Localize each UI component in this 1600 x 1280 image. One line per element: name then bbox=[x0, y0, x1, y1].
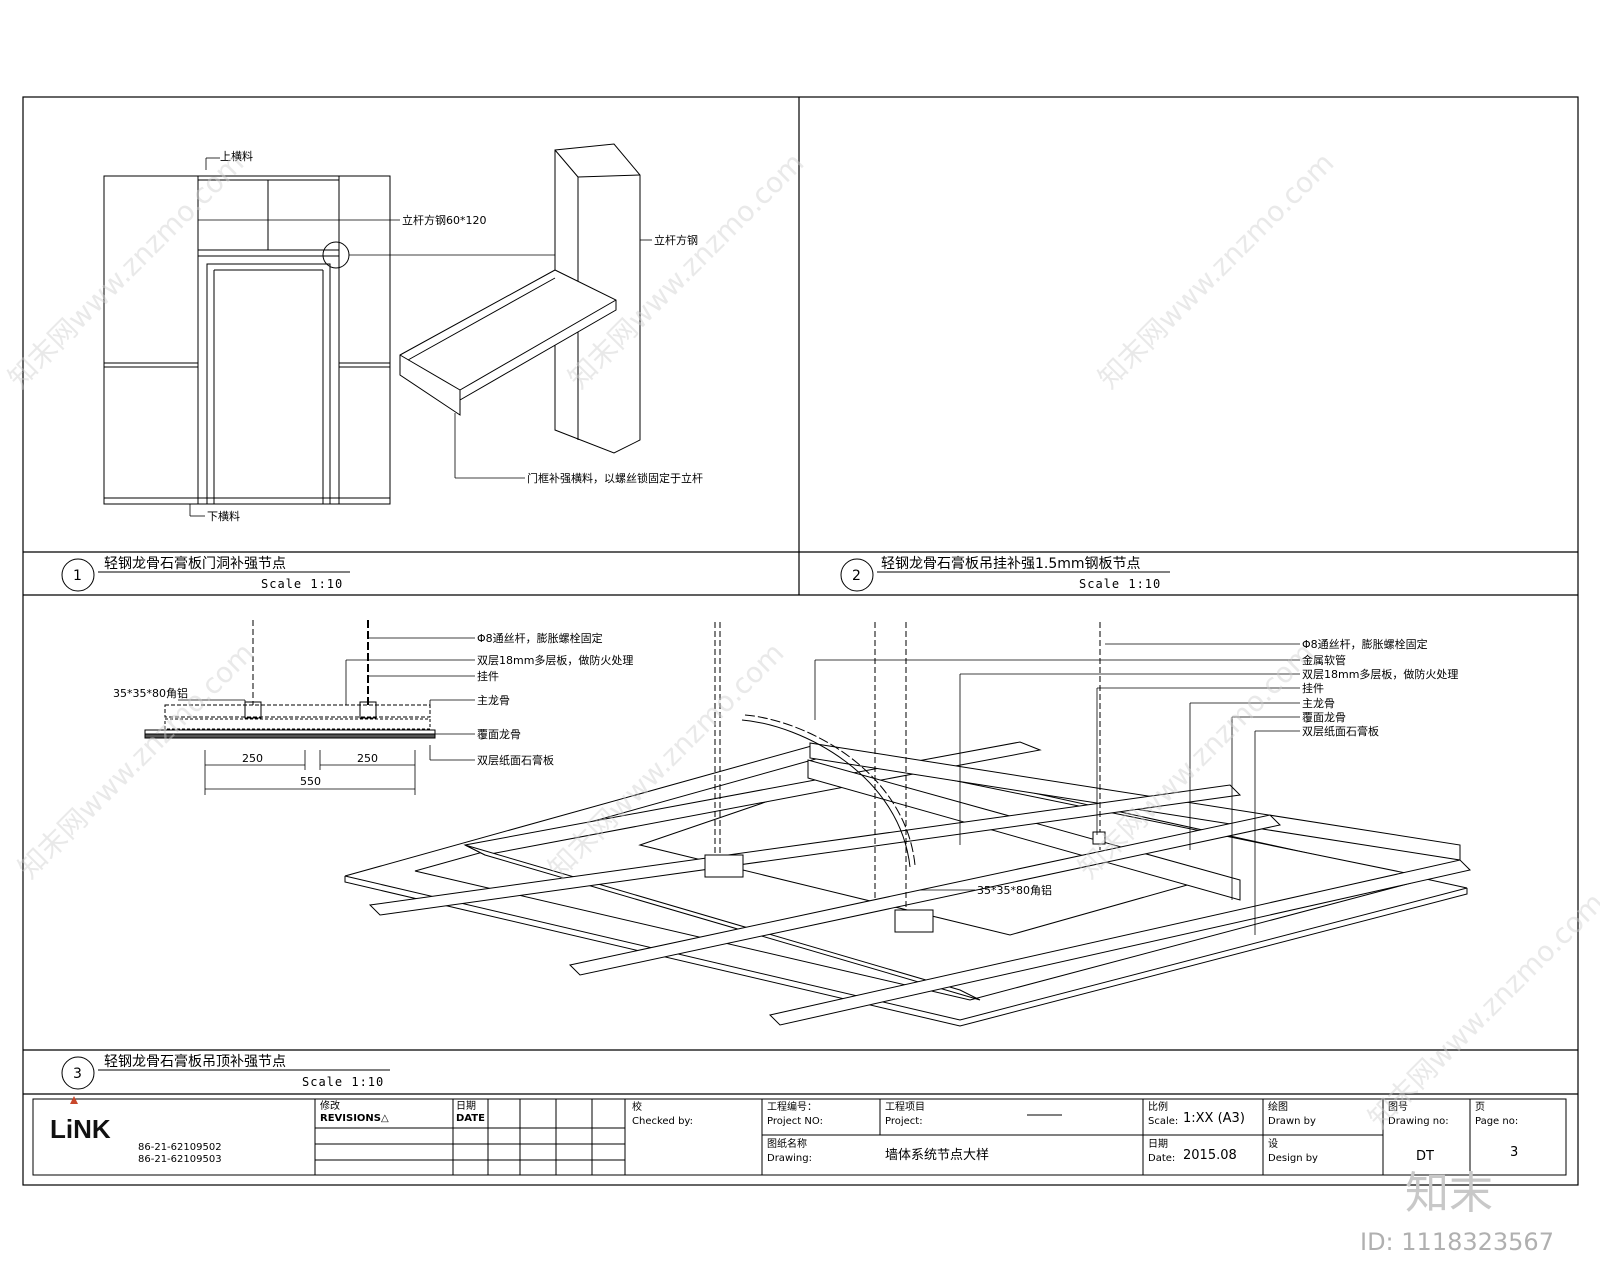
iso-label-rod: Φ8通丝杆，膨胀螺栓固定 bbox=[1302, 637, 1428, 651]
label-top-rail: 上横料 bbox=[220, 149, 253, 163]
design-label: Design by bbox=[1268, 1153, 1318, 1164]
label-stud-steel: 立杆方钢60*120 bbox=[402, 213, 487, 227]
company-logo: LiNK bbox=[50, 1096, 111, 1144]
scale-cn: 比例 bbox=[1148, 1100, 1168, 1113]
sheet-frame bbox=[22, 96, 1579, 1186]
project-cn: 工程项目 bbox=[885, 1101, 925, 1113]
iso-label-cover-keel: 覆面龙骨 bbox=[1302, 711, 1346, 724]
date-label: DATE bbox=[456, 1113, 485, 1124]
sec-label-hanger: 挂件 bbox=[477, 669, 499, 683]
drawing-cn: 图纸名称 bbox=[767, 1137, 807, 1150]
date2-cn: 日期 bbox=[1148, 1138, 1168, 1150]
project-no-label: Project NO: bbox=[767, 1116, 823, 1127]
date-cn: 日期 bbox=[456, 1100, 476, 1112]
revisions-label: REVISIONS△ bbox=[320, 1113, 389, 1124]
iso-label-main-keel: 主龙骨 bbox=[1302, 697, 1335, 710]
label-frame-reinforce: 门框补强横料，以螺丝锁固定于立杆 bbox=[527, 471, 703, 485]
panel1-dimension-lines bbox=[189, 157, 555, 517]
drawn-cn: 绘图 bbox=[1268, 1100, 1288, 1113]
drawing-no-cn: 图号 bbox=[1388, 1101, 1408, 1113]
panel2-title: 轻钢龙骨石膏板吊挂补强1.5mm钢板节点 bbox=[881, 555, 1141, 572]
panel1-scale: Scale 1:10 bbox=[261, 577, 343, 591]
page-cn: 页 bbox=[1475, 1101, 1485, 1113]
checked-cn: 校 bbox=[632, 1100, 642, 1113]
sec-label-cover-keel: 覆面龙骨 bbox=[477, 728, 521, 741]
label-stud-steel-iso: 立杆方钢 bbox=[654, 233, 698, 247]
drawing-no-label: Drawing no: bbox=[1388, 1116, 1449, 1127]
panel2-number: 2 bbox=[852, 568, 861, 584]
revisions-cn: 修改 bbox=[320, 1099, 340, 1112]
drawing-label: Drawing: bbox=[767, 1153, 812, 1164]
label-bottom-rail: 下横料 bbox=[207, 509, 240, 523]
sec-label-plywood: 双层18mm多层板，做防火处理 bbox=[477, 653, 633, 667]
panel3-iso-leaders bbox=[814, 643, 1300, 935]
panel3-iso-ceiling bbox=[344, 622, 1471, 1027]
panel3-section-dims bbox=[178, 637, 475, 795]
panel1-iso-stud bbox=[399, 143, 641, 454]
panel3-title: 轻钢龙骨石膏板吊顶补强节点 bbox=[104, 1053, 286, 1070]
iso-label-angle: 35*35*80角铝 bbox=[977, 883, 1052, 897]
dim-250-a: 250 bbox=[242, 752, 263, 765]
checked-label: Checked by: bbox=[632, 1116, 693, 1127]
title-block-grid bbox=[32, 1098, 1567, 1176]
panel1-title: 轻钢龙骨石膏板门洞补强节点 bbox=[104, 555, 286, 572]
sec-label-angle: 35*35*80角铝 bbox=[113, 686, 188, 700]
panel1-elevation bbox=[103, 175, 391, 505]
brand-mark: 知末 bbox=[1405, 1168, 1493, 1219]
phone-2: 86-21-62109503 bbox=[138, 1154, 222, 1165]
project-no-cn: 工程编号： bbox=[767, 1100, 817, 1113]
image-id: ID: 1118323567 bbox=[1360, 1228, 1554, 1256]
dim-550: 550 bbox=[300, 775, 321, 788]
phone-1: 86-21-62109502 bbox=[138, 1142, 222, 1153]
drawing-no-value: DT bbox=[1416, 1149, 1434, 1164]
drawing-name: 墙体系统节点大样 bbox=[885, 1148, 989, 1163]
page-value: 3 bbox=[1510, 1145, 1518, 1160]
panel-headers bbox=[61, 558, 1170, 1090]
iso-label-hose: 金属软管 bbox=[1302, 653, 1346, 667]
sec-label-main-keel: 主龙骨 bbox=[477, 694, 510, 707]
panel1-iso-leaders bbox=[454, 239, 652, 479]
project-label: Project: bbox=[885, 1116, 923, 1127]
panel3-number: 3 bbox=[73, 1066, 82, 1082]
iso-label-plywood: 双层18mm多层板，做防火处理 bbox=[1302, 667, 1458, 681]
date-value: 2015.08 bbox=[1183, 1148, 1237, 1163]
sec-label-gypsum: 双层纸面石膏板 bbox=[477, 753, 554, 767]
dim-250-b: 250 bbox=[357, 752, 378, 765]
panel2-scale: Scale 1:10 bbox=[1079, 577, 1161, 591]
page-label: Page no: bbox=[1475, 1116, 1518, 1127]
panel3-section bbox=[144, 620, 436, 739]
scale-label: Scale: bbox=[1148, 1116, 1178, 1127]
logo-text: LiNK bbox=[50, 1114, 111, 1144]
panel1-number: 1 bbox=[73, 568, 82, 584]
iso-label-gypsum: 双层纸面石膏板 bbox=[1302, 724, 1379, 738]
design-cn: 设 bbox=[1268, 1138, 1278, 1150]
scale-value: 1:XX (A3) bbox=[1183, 1111, 1245, 1126]
iso-label-hanger: 挂件 bbox=[1302, 681, 1324, 695]
drawn-label: Drawn by bbox=[1268, 1116, 1316, 1127]
panel3-scale: Scale 1:10 bbox=[302, 1075, 384, 1089]
date2-label: Date: bbox=[1148, 1153, 1175, 1164]
sec-label-rod: Φ8通丝杆，膨胀螺栓固定 bbox=[477, 631, 603, 645]
